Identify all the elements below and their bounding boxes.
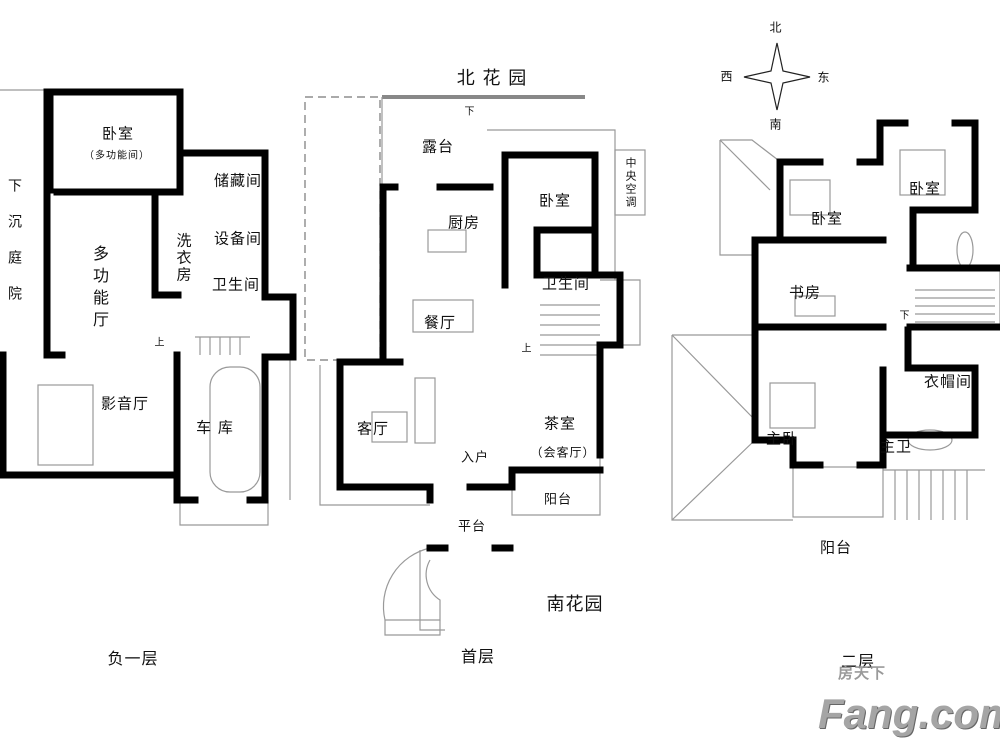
room-garage: 车 库 <box>196 418 234 437</box>
car-symbol <box>209 366 261 493</box>
sofa <box>414 377 436 444</box>
central-ac-label: 中央空调 <box>624 157 637 209</box>
compass-north: 北 <box>769 20 783 35</box>
room-bedroom: 卧室 <box>538 191 572 210</box>
room-study: 书房 <box>788 283 822 302</box>
stairs-up-label: 上 <box>521 343 533 355</box>
stairs-down-label: 下 <box>464 106 476 118</box>
room-entrance: 入户 <box>460 450 490 466</box>
floor-label-2f: 二层 <box>840 652 876 671</box>
room-master-bedroom: 主卧 <box>765 429 799 448</box>
sofa-symbol <box>37 384 94 466</box>
room-bathroom: 卫生间 <box>541 274 591 293</box>
room-living: 客厅 <box>356 419 390 438</box>
compass-east: 东 <box>817 70 831 85</box>
bathtub-2 <box>956 231 974 269</box>
room-cloakroom: 衣帽间 <box>923 372 973 391</box>
coffee-table <box>371 411 408 443</box>
room-storage: 储藏间 <box>213 171 263 190</box>
bed-2 <box>899 149 946 196</box>
room-bedroom-2: 卧室 <box>908 179 942 198</box>
central-ac-box <box>614 149 646 216</box>
room-bedroom: 卧室 <box>101 124 135 143</box>
sunken-court-label: 下沉庭院 <box>6 178 22 322</box>
kitchen-island <box>427 229 467 253</box>
walls <box>0 88 1000 552</box>
stairs-down-label: 下 <box>899 310 911 322</box>
room-kitchen: 厨房 <box>447 213 481 232</box>
watermark-logo: Fang.com <box>818 690 1000 737</box>
south-garden-label: 南花园 <box>546 594 604 615</box>
compass-star-icon <box>743 42 811 111</box>
thin-outlines <box>0 89 1000 636</box>
watermark-cn: 房天下 <box>838 664 887 682</box>
room-bathroom: 卫生间 <box>211 275 261 294</box>
desk <box>794 295 836 317</box>
room-dining: 餐厅 <box>423 313 457 332</box>
room-bedroom-1: 卧室 <box>810 209 844 228</box>
bed-1 <box>789 179 831 216</box>
room-bedroom-note: （多功能间） <box>84 150 150 162</box>
room-tea: 茶室 <box>543 414 577 433</box>
north-garden-label: 北 花 园 <box>456 68 528 89</box>
compass-south: 南 <box>769 117 783 132</box>
room-av: 影音厅 <box>100 394 150 413</box>
master-bed <box>769 382 816 429</box>
room-laundry: 洗衣房 <box>174 232 193 284</box>
floor-label-b1: 负一层 <box>107 649 159 668</box>
bathtub <box>907 429 953 451</box>
dining-table <box>412 299 474 333</box>
room-multi-hall: 多功能厅 <box>90 245 109 333</box>
room-balcony: 阳台 <box>543 492 573 508</box>
room-master-bath: 主卫 <box>879 437 913 456</box>
room-equipment: 设备间 <box>213 229 263 248</box>
spiral-stair <box>382 547 441 621</box>
stairs-up-label: 上 <box>154 337 166 349</box>
floor-label-1f: 首层 <box>460 647 496 666</box>
compass-west: 西 <box>720 69 734 84</box>
room-tea-note: （会客厅） <box>530 445 596 460</box>
room-balcony: 阳台 <box>819 538 853 557</box>
room-platform: 平台 <box>457 519 487 535</box>
room-terrace: 露台 <box>421 137 455 156</box>
